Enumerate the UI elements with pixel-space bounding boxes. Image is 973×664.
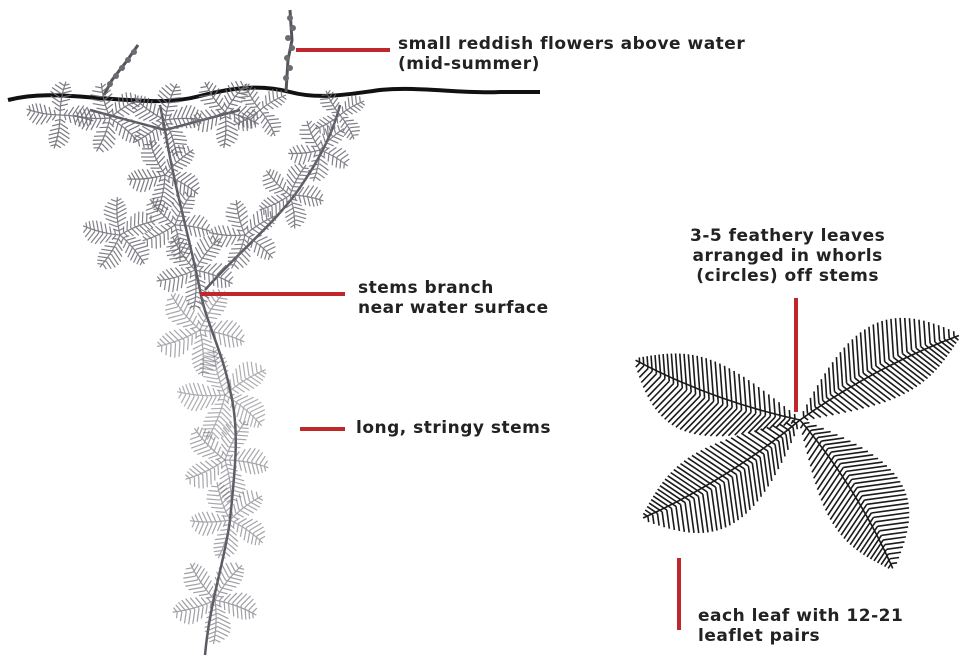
pointer-lines [200, 50, 796, 630]
label-flowers: small reddish flowers above water (mid-s… [398, 34, 745, 74]
plant-leaf-whorls [24, 75, 367, 645]
label-whorls: 3-5 feathery leaves arranged in whorls (… [690, 226, 885, 286]
label-stringy: long, stringy stems [356, 418, 551, 438]
flower-spike-buds [107, 15, 296, 87]
plant-stems [90, 105, 340, 655]
label-branch: stems branch near water surface [358, 278, 549, 318]
label-leaflets: each leaf with 12-21 leaflet pairs [698, 606, 903, 646]
